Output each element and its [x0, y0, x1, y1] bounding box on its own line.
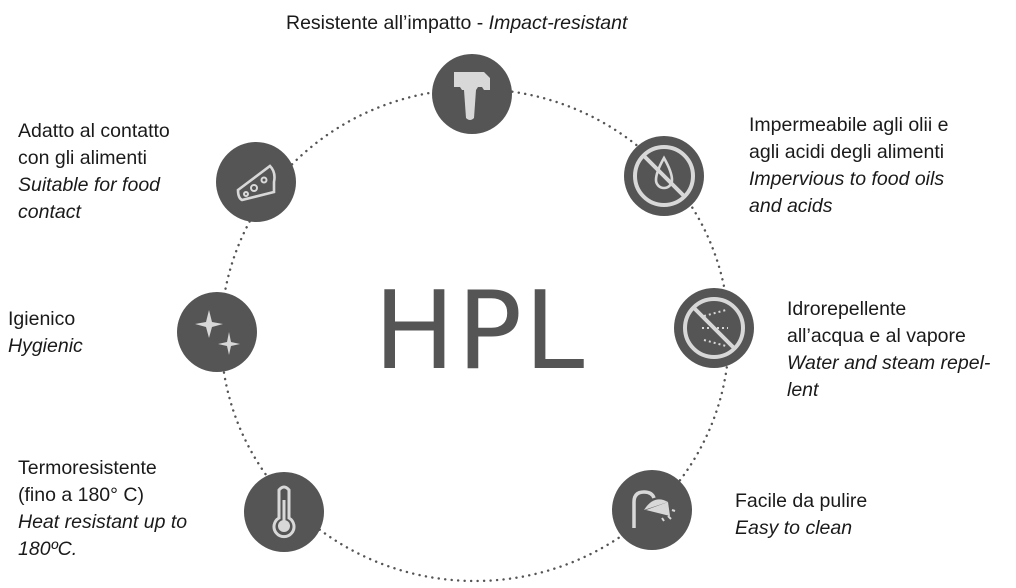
label-heat: Termoresistente (fino a 180° C) Heat res… [18, 457, 188, 560]
node-food [216, 142, 296, 222]
hammer-icon [454, 72, 490, 120]
node-oils [624, 136, 704, 216]
label-food: Adatto al contatto con gli alimenti Suit… [18, 120, 170, 223]
label-hygiene: Igienico Hygienic [8, 308, 83, 357]
label-water: Idrorepellente all’acqua e al vapore Wat… [787, 298, 991, 401]
no-drop-icon [633, 145, 695, 207]
label-clean: Facile da pulire Easy to clean [735, 490, 868, 539]
center-title: HPL [373, 269, 587, 394]
shower-icon [632, 490, 676, 528]
node-heat [244, 472, 324, 552]
node-impact [432, 54, 512, 134]
node-water [674, 288, 754, 368]
impact-text: Resistente all’impatto - Impact-resistan… [286, 12, 628, 34]
thermometer-icon [272, 485, 296, 539]
cheese-icon [236, 164, 276, 202]
sparkle-icon [195, 310, 240, 355]
node-hygiene [177, 292, 257, 372]
label-impact: Resistente all’impatto - Impact-resistan… [286, 10, 627, 37]
no-steam-icon [683, 297, 745, 359]
label-oils: Impermeabile agli olii e agli acidi degl… [749, 114, 949, 217]
node-clean [612, 470, 692, 550]
